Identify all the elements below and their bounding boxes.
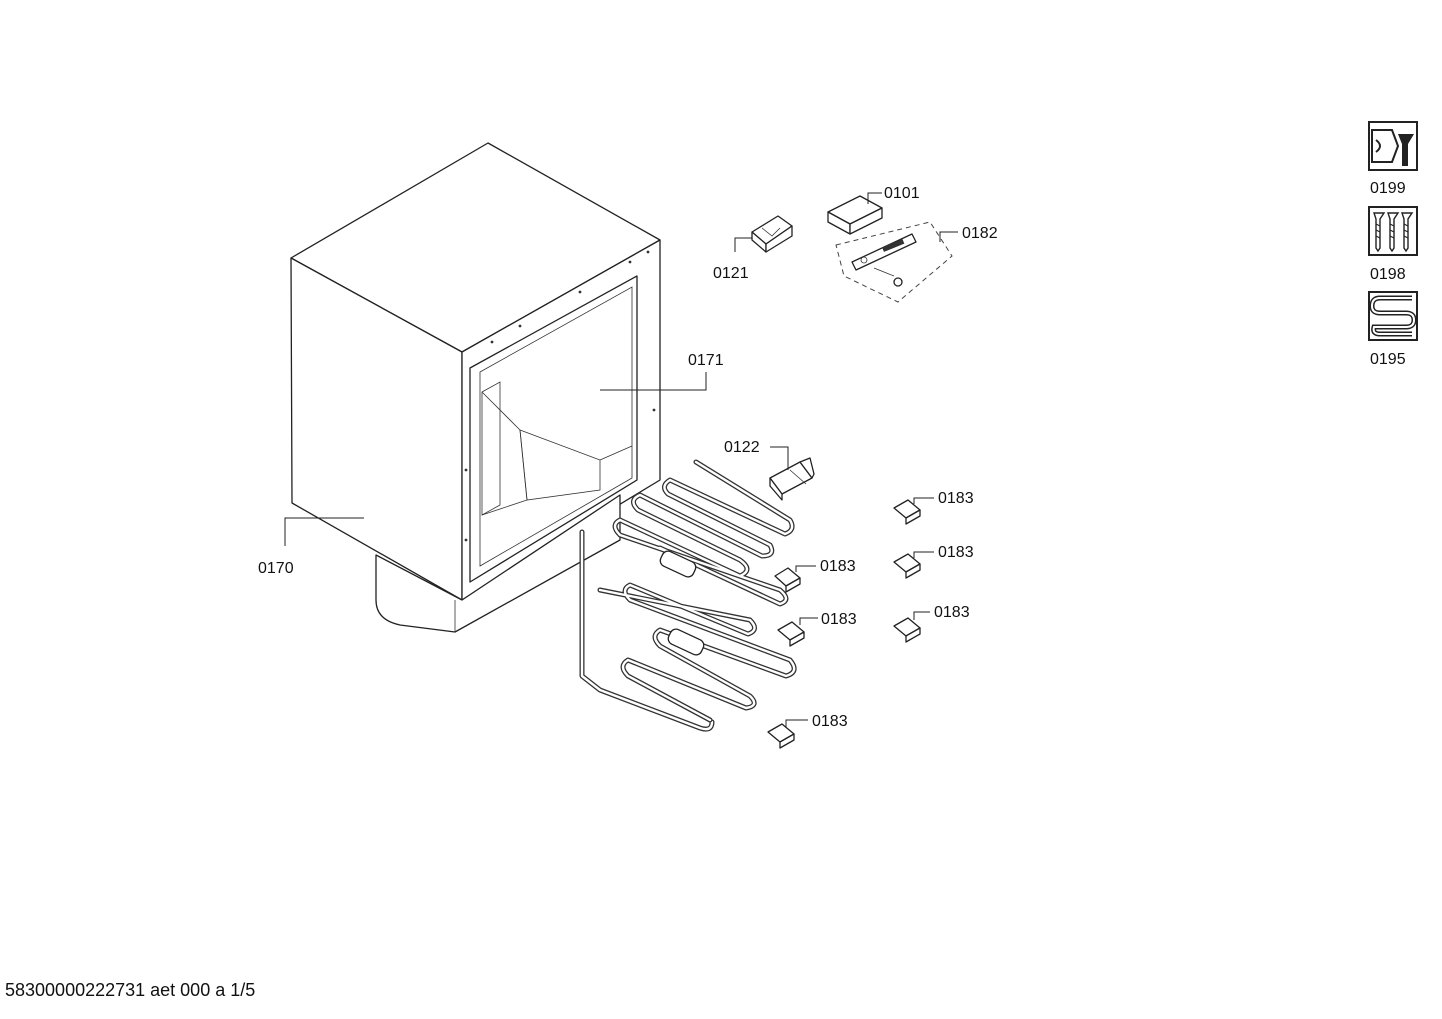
legend-item-0199[interactable]: 0199 [1368,121,1418,197]
cabinet-housing[interactable] [290,142,661,633]
part-0183-clip-b[interactable] [893,553,921,579]
service-tool-icon [1368,121,1418,171]
part-0182-control-kit[interactable] [835,221,953,303]
callout-0183-b[interactable]: 0183 [938,544,974,561]
legend-label-0199: 0199 [1370,180,1406,197]
evaporator-coil[interactable] [579,459,797,732]
part-0101-control-module[interactable] [827,195,883,235]
part-0183-clip-d[interactable] [777,621,805,647]
callout-0183-f[interactable]: 0183 [812,713,848,730]
callout-0183-e[interactable]: 0183 [934,604,970,621]
legend-label-0198: 0198 [1370,266,1406,283]
callout-0101[interactable]: 0101 [884,185,920,202]
grease-coil-icon [1368,291,1418,341]
callout-0121[interactable]: 0121 [713,265,749,282]
callout-0183-a[interactable]: 0183 [938,490,974,507]
part-0183-clip-a[interactable] [893,499,921,525]
legend-label-0195: 0195 [1370,351,1406,368]
callout-0183-d[interactable]: 0183 [821,611,857,628]
legend-item-0198[interactable]: 0198 [1368,206,1418,283]
callout-0182[interactable]: 0182 [962,225,998,242]
legend-item-0195[interactable]: 0195 [1368,291,1418,368]
screws-icon [1368,206,1418,256]
callout-0122[interactable]: 0122 [724,439,760,456]
part-0122-sensor-holder[interactable] [769,457,815,501]
callout-0170[interactable]: 0170 [258,560,294,577]
document-footer-id: 58300000222731 aet 000 a 1/5 [5,980,256,1000]
part-0183-clip-e[interactable] [893,617,921,643]
part-0183-clip-c[interactable] [774,567,801,593]
part-0121-bracket[interactable] [751,215,793,253]
callout-0183-c[interactable]: 0183 [820,558,856,575]
callout-0171[interactable]: 0171 [688,352,724,369]
part-0183-clip-f[interactable] [767,723,795,749]
